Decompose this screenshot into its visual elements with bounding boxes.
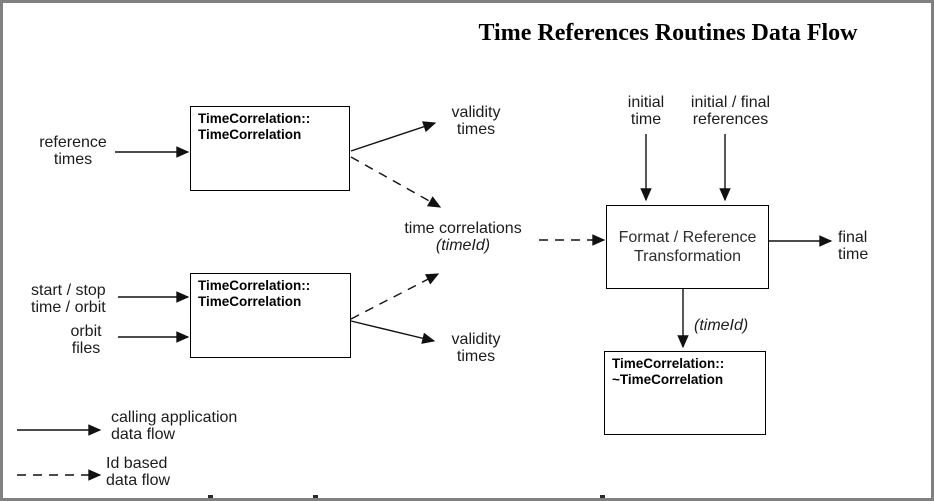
label-orbit-files: orbit files <box>53 323 119 357</box>
node-label: TimeCorrelation:: ~TimeCorrelation <box>605 352 765 391</box>
label-final-time: final time <box>838 229 868 263</box>
node-timecorrelation-constructor-top: TimeCorrelation:: TimeCorrelation <box>190 106 350 191</box>
label-timeid-param: (timeId) <box>694 317 749 334</box>
label-validity-times-top: validity times <box>438 104 514 138</box>
label-validity-times-bottom: validity times <box>438 331 514 365</box>
label-line: times <box>456 348 496 365</box>
arrows-layer <box>17 121 833 481</box>
label-line: orbit <box>70 323 102 340</box>
arrow-constructor-top-to-validity-times <box>350 121 437 152</box>
label-initial-time: initial time <box>611 94 681 128</box>
artifact-tick <box>313 495 318 498</box>
node-timecorrelation-constructor-bottom: TimeCorrelation:: TimeCorrelation <box>190 273 351 358</box>
class-name-line: TimeCorrelation:: <box>198 278 311 293</box>
label-start-stop-time-orbit: start / stop time / orbit <box>31 282 106 316</box>
label-initial-final-references: initial / final references <box>678 94 783 128</box>
legend-line: calling application <box>111 409 238 426</box>
label-line: final <box>838 229 868 246</box>
arrow-constructor-bottom-to-time-correlations <box>350 273 440 320</box>
diagram-title: Time References Routines Data Flow <box>478 20 858 46</box>
node-label-line: Format / Reference <box>618 229 757 246</box>
label-line: times <box>53 151 93 168</box>
label-line: validity <box>451 104 501 121</box>
label-line: initial <box>627 94 665 111</box>
class-name-line: TimeCorrelation:: <box>198 111 311 126</box>
node-timecorrelation-destructor: TimeCorrelation:: ~TimeCorrelation <box>604 351 766 435</box>
legend-line: data flow <box>106 472 171 489</box>
node-label: TimeCorrelation:: TimeCorrelation <box>191 274 350 313</box>
label-line: references <box>692 111 769 128</box>
legend-id-based: Id based data flow <box>106 455 170 489</box>
method-name-line: TimeCorrelation <box>198 126 302 142</box>
label-line: initial / final <box>690 94 771 111</box>
class-name-line: TimeCorrelation:: <box>612 356 725 371</box>
label-line: time <box>630 111 662 128</box>
label-line: files <box>71 340 101 357</box>
arrow-constructor-top-to-time-correlations <box>350 156 442 208</box>
label-line: reference <box>39 134 107 151</box>
label-line: times <box>456 121 496 138</box>
method-name-line: ~TimeCorrelation <box>612 371 724 387</box>
artifact-tick <box>208 495 213 498</box>
label-line: time correlations <box>404 220 522 237</box>
label-line: validity <box>451 331 501 348</box>
legend-line: data flow <box>111 426 176 443</box>
method-name-line: TimeCorrelation <box>198 293 302 309</box>
node-label-line: Transformation <box>633 248 741 265</box>
node-label: TimeCorrelation:: TimeCorrelation <box>191 107 349 146</box>
legend-calling-application: calling application data flow <box>111 409 237 443</box>
artifact-tick <box>600 495 605 498</box>
label-line: time / orbit <box>31 299 106 316</box>
label-line: start / stop <box>31 282 106 299</box>
node-format-reference-transformation: Format / Reference Transformation <box>606 205 769 289</box>
label-reference-times: reference times <box>23 134 123 168</box>
node-label: Format / Reference Transformation <box>619 228 757 266</box>
label-timeid: (timeId) <box>435 237 491 254</box>
label-time-correlations: time correlations (timeId) <box>388 220 538 254</box>
arrow-constructor-bottom-to-validity-times <box>350 320 436 344</box>
legend-line: Id based <box>106 455 168 472</box>
label-line: time <box>838 246 869 263</box>
